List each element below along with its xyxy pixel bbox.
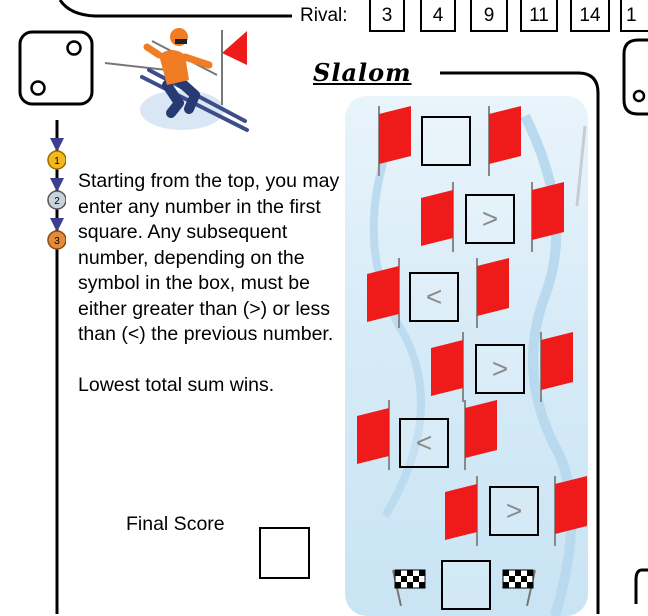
gate-flag-icon [421, 182, 454, 252]
gate-square-1[interactable] [421, 116, 471, 166]
gate-flag-icon [531, 182, 564, 252]
gate-square-5[interactable]: < [399, 418, 449, 468]
instructions: Starting from the top, you may enter any… [78, 169, 350, 398]
rival-label: Rival: [300, 5, 348, 26]
medal-number: 1 [54, 156, 60, 167]
rival-score-box: 9 [470, 0, 508, 32]
silver-medal-icon: 2 [47, 178, 66, 210]
gate-flag-icon [367, 258, 400, 328]
rival-score-box: 14 [570, 0, 610, 32]
gate-flag-icon [464, 400, 497, 470]
final-score-box[interactable] [259, 527, 310, 579]
gate-flag-icon [554, 476, 587, 546]
gate-square-3[interactable]: < [409, 272, 459, 322]
instructions-win-condition: Lowest total sum wins. [78, 373, 275, 396]
gate-square-2[interactable]: > [465, 194, 515, 244]
gate-flag-icon [357, 400, 390, 470]
finish-square[interactable] [441, 560, 491, 610]
instructions-rules: Starting from the top, you may enter any… [78, 170, 340, 345]
gold-medal-icon: 1 [47, 138, 66, 170]
gate-flag-icon [540, 332, 573, 402]
gate-flag-icon [476, 258, 509, 328]
medal-number: 3 [54, 236, 60, 247]
slalom-course: > < > < > [345, 96, 588, 616]
gate-square-6[interactable]: > [489, 486, 539, 536]
die-icon [18, 30, 94, 106]
checkered-flag-icon [502, 569, 536, 606]
rival-score-box: 3 [369, 0, 405, 32]
checkered-flag-icon [392, 569, 426, 606]
game-title: Slalom [310, 58, 415, 87]
gate-square-4[interactable]: > [475, 344, 525, 394]
rival-score-box: 11 [520, 0, 558, 32]
bronze-medal-icon: 3 [47, 218, 66, 250]
gate-flag-icon [378, 106, 411, 176]
skier-icon [104, 28, 249, 132]
medal-number: 2 [54, 196, 60, 207]
gate-flag-icon [431, 332, 464, 402]
rival-score-box: 1 [620, 0, 648, 32]
final-score-label: Final Score [126, 513, 225, 535]
gate-flag-icon [445, 476, 478, 546]
gate-flag-icon [488, 106, 521, 176]
rival-score-box: 4 [420, 0, 456, 32]
